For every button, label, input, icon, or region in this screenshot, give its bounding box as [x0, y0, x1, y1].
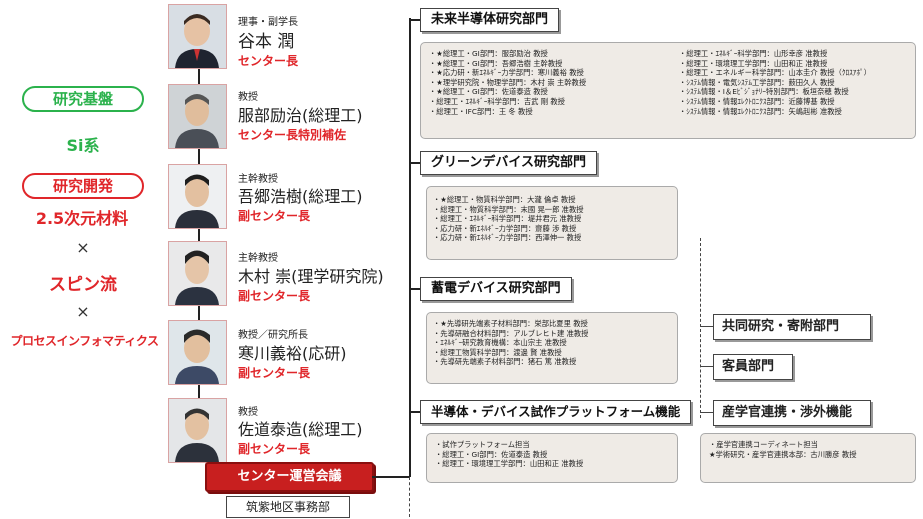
spin-label: スピン流	[49, 275, 117, 295]
division-future-semiconductor: 未来半導体研究部門	[420, 8, 560, 32]
d1a-member-1: ・★総理工・GI部門：吾郷浩樹 主幹教授	[429, 58, 563, 68]
d2-member-4: ・応力研・新ｴﾈﾙｷﾞｰ力学部門：西澤伸一 教授	[433, 233, 582, 243]
d2-column: ・★総理工・物質科学部門：大瀧 倫卓 教授・総理工・物質科学部門：末國 晃一郎 …	[433, 195, 584, 243]
division-green-device: グリーンデバイス研究部門	[420, 151, 597, 175]
branch-d2	[409, 162, 421, 164]
d2-member-3: ・応力研・新ｴﾈﾙｷﾞｰ力学部門：齋藤 渉 教授	[433, 223, 577, 233]
right-branch-guest	[700, 366, 713, 367]
d4-column: ・試作プラットフォーム担当・総理工・GI部門：佐道泰造 教授・総理工・環境理工学…	[435, 440, 583, 469]
branch-d3	[409, 288, 421, 290]
d3-column: ・★先導研先端素子材料部門：栄部比夏里 教授・先導研融合材料部門：アルブレヒト建…	[433, 319, 588, 367]
council-to-tree-line	[372, 476, 410, 478]
d1a-member-5: ・総理工・ｴﾈﾙｷﾞｰ科学部門：吉武 剛 教授	[429, 96, 565, 106]
name-ago: 吾郷浩樹(総理工)	[238, 187, 363, 206]
d1a-member-6: ・総理工・IFC部門：王 冬 教授	[429, 106, 533, 116]
division-green-device-members: ・★総理工・物質科学部門：大瀧 倫卓 教授・総理工・物質科学部門：末國 晃一郎 …	[426, 186, 678, 260]
materials-label: 2.5次元材料	[35, 209, 129, 228]
d4-member-2: ・総理工・環境理工学部門：山田和正 准教授	[435, 459, 584, 469]
role-ago: 主幹教授	[238, 174, 278, 185]
right-trunk-dash	[700, 238, 701, 418]
chikushi-office-box: 筑紫地区事務部	[226, 496, 350, 518]
title-ago: 副センター長	[238, 209, 311, 223]
d3-member-4: ・先導研先端素子材料部門：猪石 篤 准教授	[433, 357, 577, 367]
branch-d4	[409, 411, 421, 413]
title-kimura: 副センター長	[238, 289, 311, 303]
d4-member-0: ・試作プラットフォーム担当	[435, 440, 530, 449]
d1b-member-5: ・ｼｽﾃﾑ情報・情報ｴﾚｸﾄﾛﾆｸｽ部門：近藤博基 教授	[679, 96, 835, 106]
research-foundation-pill: 研究基盤	[22, 86, 144, 112]
d1-column-2: ・総理工・ｴﾈﾙｷﾞｰ科学部門：山形幸彦 准教授・総理工・環境理工学部門：山田和…	[679, 49, 871, 116]
research-development-pill: 研究開発	[22, 173, 144, 199]
industry-collaboration-members: ・産学官連携コーディネート担当★学術研究・産学官連携本部：古川勝彦 教授	[700, 433, 916, 483]
industry-collaboration-function: 産学官連携・渉外機能	[713, 400, 871, 426]
division-energy-storage: 蓄電デバイス研究部門	[420, 277, 572, 301]
role-kimura: 主幹教授	[238, 253, 278, 264]
right-branch-joint	[700, 326, 713, 327]
photo-tanimoto	[168, 4, 227, 69]
guest-division: 客員部門	[713, 354, 793, 380]
title-sado: 副センター長	[238, 442, 311, 456]
name-hattori: 服部励治(総理工)	[238, 106, 363, 125]
d4-member-1: ・総理工・GI部門：佐道泰造 教授	[435, 449, 548, 459]
d1a-member-2: ・★応力研・新ｴﾈﾙｷﾞｰ力学部門：寒川義裕 教授	[429, 68, 584, 78]
d2-member-1: ・総理工・物質科学部門：末國 晃一郎 准教授	[433, 204, 584, 214]
branch-d1	[409, 19, 421, 21]
d1b-member-3: ・ｼｽﾃﾑ情報・電気ｼｽﾃﾑ工学部門：薮田久人 教授	[679, 77, 835, 87]
title-tanimoto: センター長	[238, 54, 299, 68]
industry-member-0: ・産学官連携コーディネート担当	[709, 440, 818, 449]
title-hattori: センター長特別補佐	[238, 128, 347, 142]
photo-hattori	[168, 84, 227, 149]
right-branch-industry	[700, 412, 713, 413]
d2-member-0: ・★総理工・物質科学部門：大瀧 倫卓 教授	[433, 195, 576, 204]
division-prototype-platform-members: ・試作プラットフォーム担当・総理工・GI部門：佐道泰造 教授・総理工・環境理工学…	[426, 433, 678, 483]
photo-kimura	[168, 241, 227, 306]
d1b-member-4: ・ｼｽﾃﾑ情報・I＆Eﾋﾞｼﾞｮﾅﾘｰ特別部門：板垣奈穂 教授	[679, 87, 849, 97]
joint-research-division: 共同研究・寄附部門	[713, 314, 871, 340]
si-label: Si系	[66, 136, 100, 155]
cross-1: ×	[76, 238, 90, 257]
division-energy-storage-members: ・★先導研先端素子材料部門：栄部比夏里 教授・先導研融合材料部門：アルブレヒト建…	[426, 312, 678, 384]
d2-member-2: ・総理工・ｴﾈﾙｷﾞｰ科学部門：堤井君元 准教授	[433, 214, 582, 224]
role-kangawa: 教授／研究所長	[238, 330, 308, 341]
d1-column-1: ・★総理工・GI部門：服部励治 教授・★総理工・GI部門：吾郷浩樹 主幹教授・★…	[429, 49, 586, 116]
name-kimura: 木村 崇(理学研究院)	[238, 267, 384, 286]
d3-member-3: ・総理工物質科学部門：渡邊 賢 准教授	[433, 347, 562, 357]
photo-kangawa	[168, 320, 227, 385]
photo-sado	[168, 398, 227, 463]
name-kangawa: 寒川義裕(応研)	[238, 344, 347, 363]
d1a-member-3: ・★理学研究院・物理学部門：木村 崇 主幹教授	[429, 77, 587, 87]
industry-column: ・産学官連携コーディネート担当★学術研究・産学官連携本部：古川勝彦 教授	[709, 440, 857, 459]
division-trunk-dash	[409, 477, 410, 517]
d1b-member-2: ・総理工・エネルギー科学部門：山本圭介 教授（ｸﾛｽｱﾎﾟ）	[679, 68, 872, 78]
cross-2: ×	[76, 302, 90, 321]
division-trunk-line	[409, 18, 411, 477]
d1b-member-1: ・総理工・環境理工学部門：山田和正 准教授	[679, 58, 828, 68]
d1a-member-0: ・★総理工・GI部門：服部励治 教授	[429, 49, 548, 58]
d3-member-1: ・先導研融合材料部門：アルブレヒト建 准教授	[433, 328, 589, 338]
photo-ago	[168, 164, 227, 229]
d1b-member-6: ・ｼｽﾃﾑ情報・情報ｴﾚｸﾄﾛﾆｸｽ部門：矢嶋赳彬 准教授	[679, 106, 842, 116]
d3-member-2: ・ｴﾈﾙｷﾞｰ研究教育機構：本山宗主 准教授	[433, 338, 567, 348]
d3-member-0: ・★先導研先端素子材料部門：栄部比夏里 教授	[433, 319, 588, 328]
name-tanimoto: 谷本 潤	[238, 32, 295, 52]
d1b-member-0: ・総理工・ｴﾈﾙｷﾞｰ科学部門：山形幸彦 准教授	[679, 49, 828, 58]
d1a-member-4: ・★総理工・GI部門：佐道泰造 教授	[429, 87, 548, 97]
process-informatics-label: プロセスインフォマティクス	[10, 334, 159, 348]
role-tanimoto: 理事・副学長	[238, 17, 298, 28]
role-hattori: 教授	[238, 92, 258, 103]
division-prototype-platform: 半導体・デバイス試作プラットフォーム機能	[420, 400, 692, 424]
title-kangawa: 副センター長	[238, 366, 311, 380]
industry-member-1: ★学術研究・産学官連携本部：古川勝彦 教授	[709, 449, 857, 459]
role-sado: 教授	[238, 407, 258, 418]
division-future-semiconductor-members: ・★総理工・GI部門：服部励治 教授・★総理工・GI部門：吾郷浩樹 主幹教授・★…	[420, 42, 916, 139]
center-council-box: センター運営会議	[205, 462, 374, 492]
name-sado: 佐道泰造(総理工)	[238, 420, 363, 439]
